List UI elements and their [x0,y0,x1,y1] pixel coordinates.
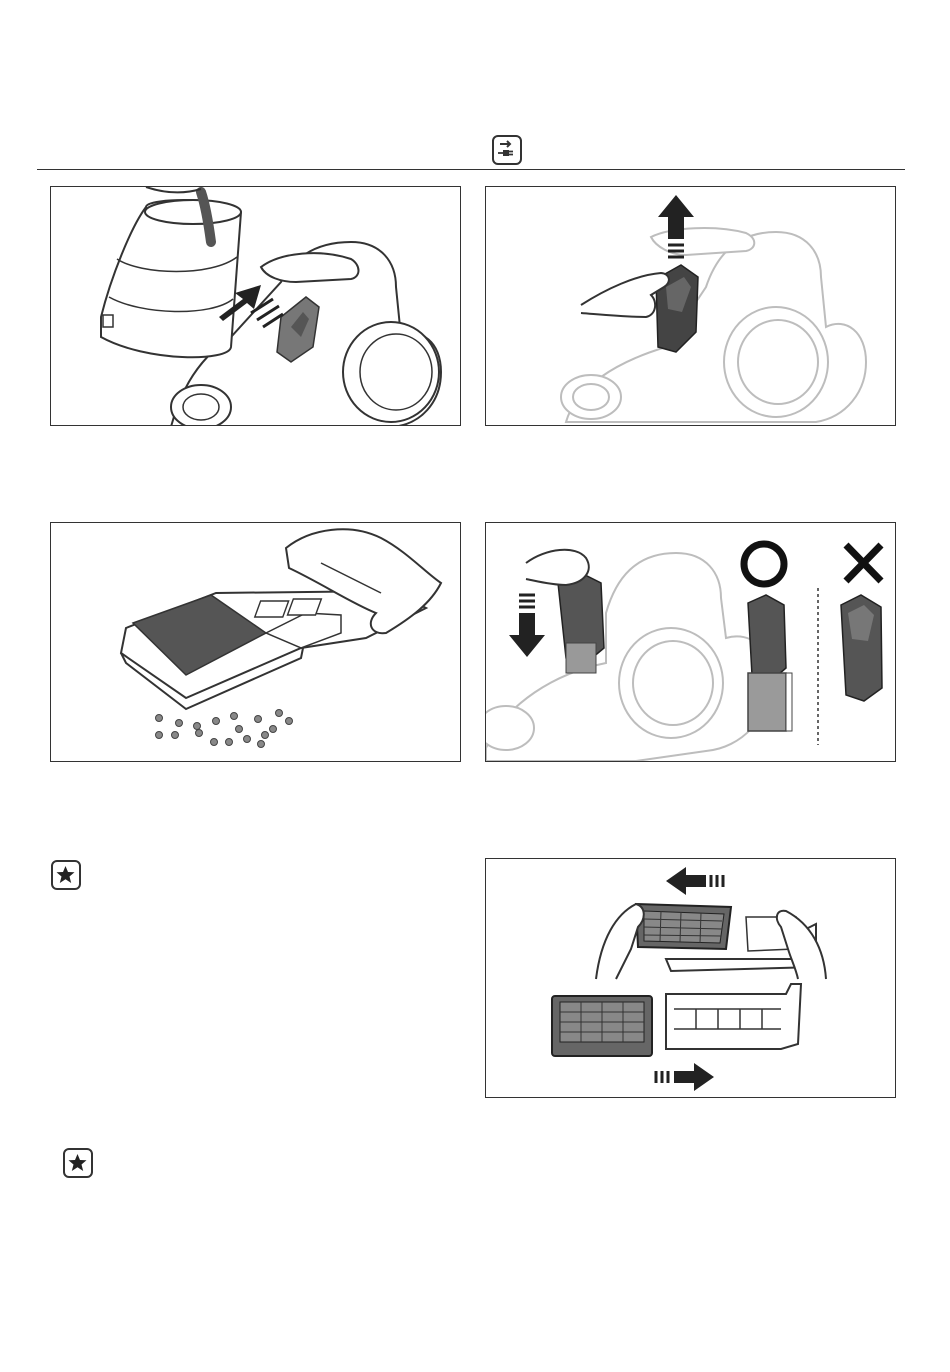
star-icon [51,860,81,890]
illustration-reinsert-filter [485,522,896,762]
header-rule [37,169,905,170]
illustration-remove-dust-container [50,186,461,426]
unplug-icon [492,135,522,165]
illustration-exhaust-filter-slide [485,858,896,1098]
star-icon [63,1148,93,1178]
illustration-lift-filter-out [485,186,896,426]
illustration-tap-filter-dust [50,522,461,762]
